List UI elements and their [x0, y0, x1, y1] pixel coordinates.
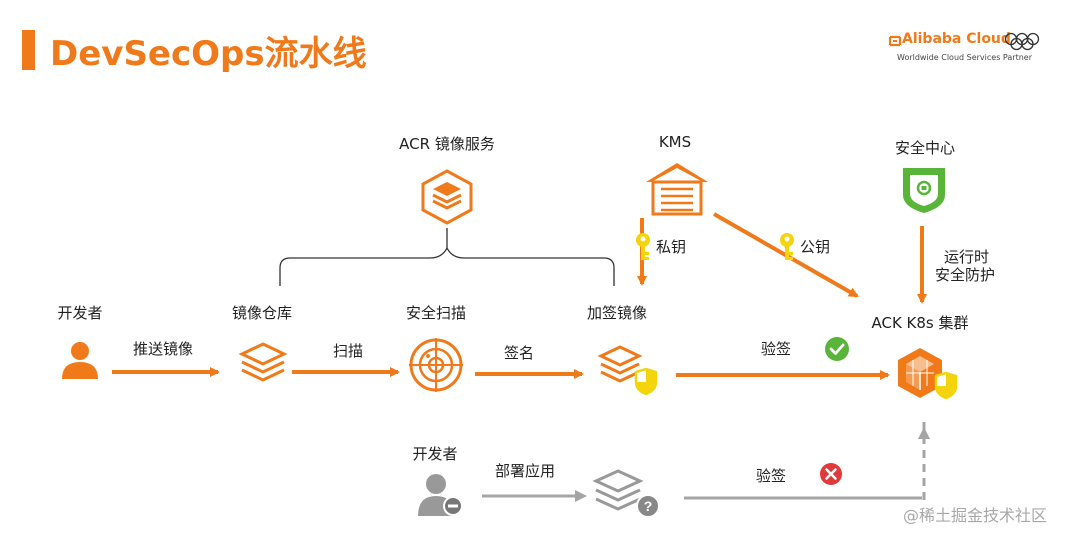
logo-subtitle: Worldwide Cloud Services Partner	[897, 53, 1032, 62]
kms-vault-icon	[643, 160, 711, 220]
kms-label: KMS	[658, 133, 692, 151]
image-repo-layers-icon	[238, 340, 288, 390]
acr-hexagon-icon	[418, 168, 476, 230]
developer2-person-blocked-icon	[418, 472, 466, 522]
developer-label: 开发者	[57, 304, 103, 322]
verify-fail-label: 验签	[755, 467, 787, 485]
acr-brace	[279, 246, 615, 286]
svg-text:?: ?	[644, 498, 653, 514]
security-scan-label: 安全扫描	[405, 304, 467, 322]
sign-label: 签名	[503, 344, 535, 362]
cross-fail-icon	[819, 462, 843, 490]
private-key-label: 私钥	[656, 238, 687, 256]
check-success-icon	[824, 336, 850, 366]
olympic-rings-icon	[997, 32, 1052, 56]
alibaba-cloud-logo-icon	[888, 33, 902, 52]
sign-image-label: 加签镜像	[586, 304, 648, 322]
page-title: DevSecOps流水线	[50, 34, 367, 74]
unsigned-image-layers-icon: ?	[590, 468, 662, 524]
private-key-icon	[632, 232, 654, 266]
security-shield-icon	[899, 165, 949, 219]
push-image-label: 推送镜像	[132, 340, 194, 358]
acr-service-label: ACR 镜像服务	[399, 135, 495, 153]
runtime-label-line1: 运行时	[944, 248, 990, 266]
arrow-verify-fail	[684, 422, 926, 500]
logo-brand-text: Alibaba Cloud	[902, 31, 1011, 47]
deploy-app-label: 部署应用	[494, 462, 556, 480]
public-key-icon	[776, 232, 798, 266]
ack-cluster-cube-icon	[894, 346, 960, 406]
developer-person-icon	[61, 340, 99, 384]
runtime-label-line2: 安全防护	[935, 266, 996, 284]
image-repo-label: 镜像仓库	[231, 304, 293, 322]
verify-ok-label: 验签	[760, 340, 792, 358]
security-center-label: 安全中心	[894, 139, 956, 157]
signed-image-layers-icon	[596, 344, 660, 400]
public-key-label: 公钥	[800, 238, 831, 256]
security-scan-radar-icon	[408, 337, 464, 397]
watermark-text: @稀土掘金技术社区	[903, 506, 1048, 525]
developer2-label: 开发者	[412, 445, 458, 463]
ack-cluster-label: ACK K8s 集群	[871, 314, 969, 332]
title-accent-bar	[22, 30, 35, 70]
scan-label: 扫描	[332, 342, 364, 360]
